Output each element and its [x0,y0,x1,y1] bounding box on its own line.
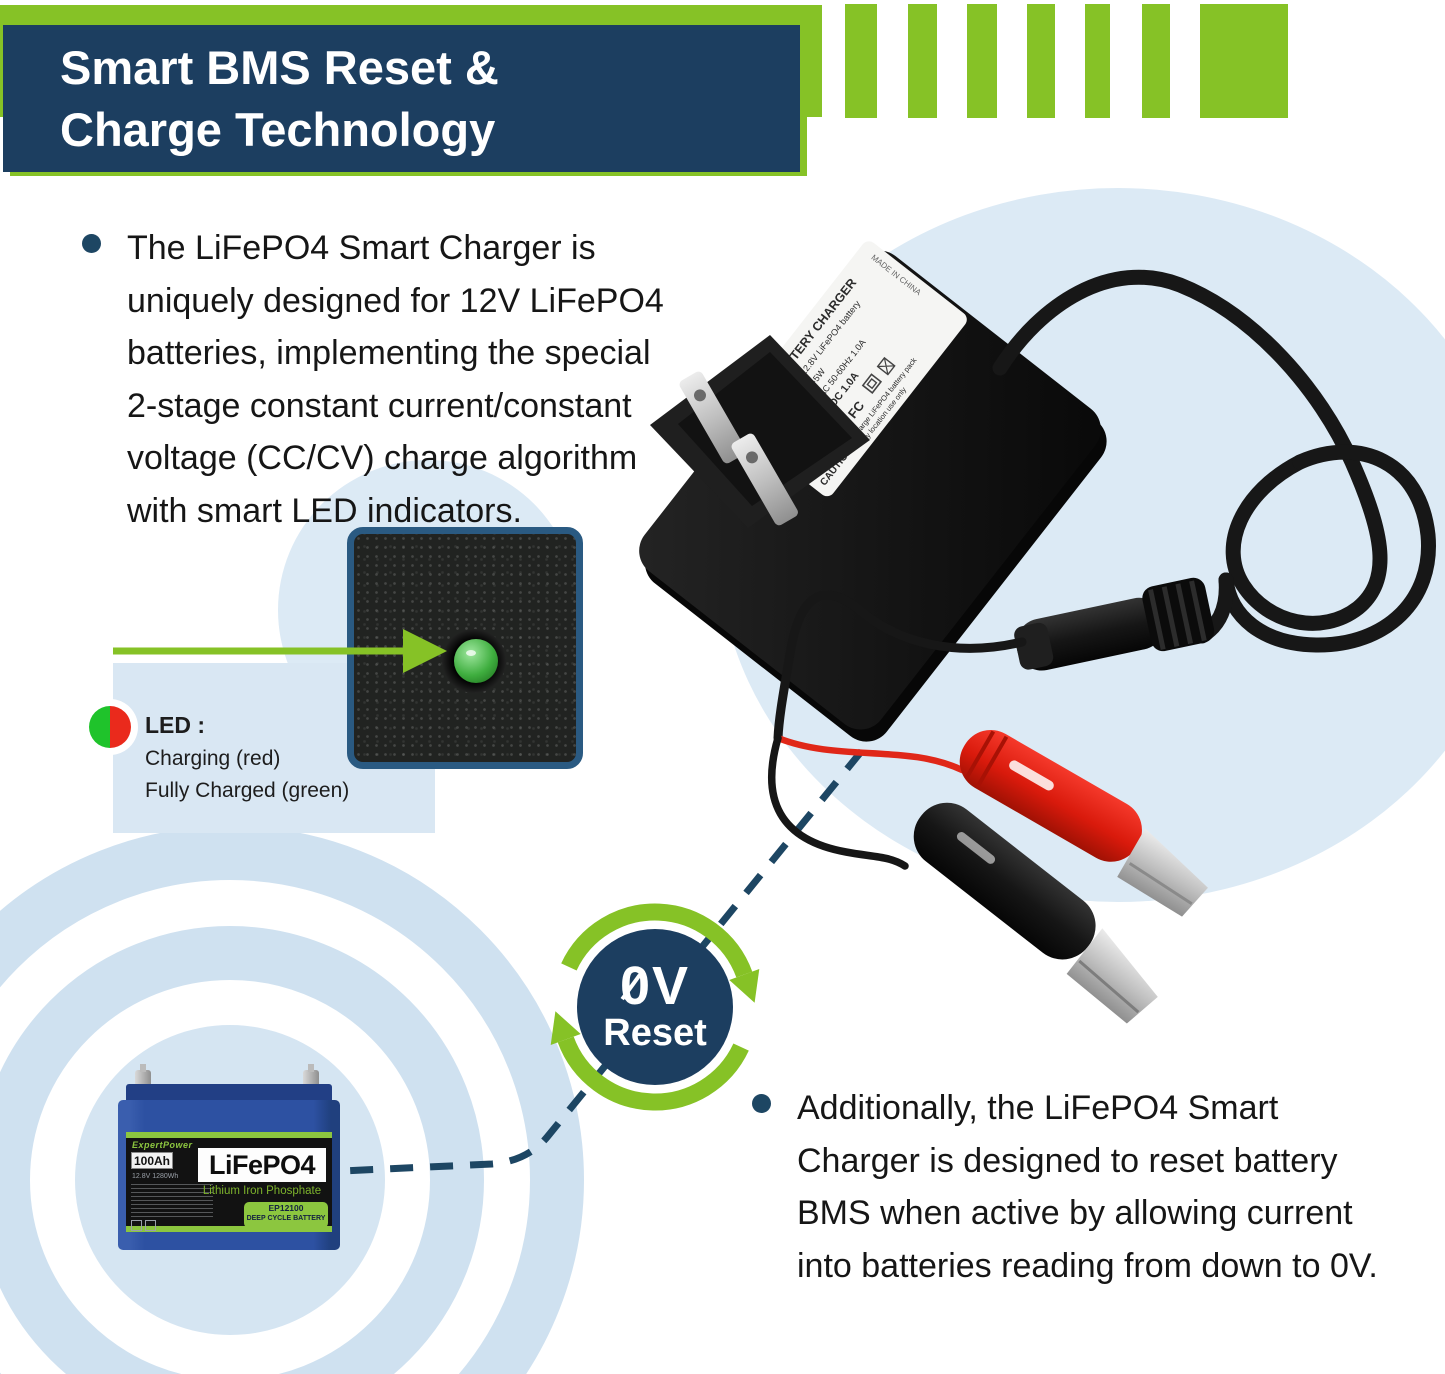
weee-bin-icon [876,356,896,376]
title-line-1: Smart BMS Reset & [60,41,499,94]
rotate-arrows-icon [550,903,760,1111]
battery-type: DEEP CYCLE BATTERY [246,1215,326,1222]
deco-bar [845,4,877,118]
label-green-strip [126,1132,332,1138]
red-alligator-clip [959,730,1208,917]
black-wire [767,734,909,870]
bullet1-line: voltage (CC/CV) charge algorithm [127,439,638,477]
bullet1-line: with smart LED indicators. [127,491,522,530]
led-status-icon [89,706,131,748]
zero-volt-reset-badge: 0V Reset [525,877,785,1137]
led-legend-charging: Charging (red) [145,747,281,770]
cert-icon [131,1220,142,1231]
led-pointer-arrow-icon [113,629,447,673]
battery-ring-1 [0,926,484,1374]
dashed-connector-line [341,593,991,1175]
deco-bar [908,4,937,118]
led-glint [466,650,476,656]
deco-bar [1027,4,1055,118]
deco-bar [1085,4,1110,118]
bullet1-line: The LiFePO4 Smart Charger is [127,229,596,267]
bullet2-line: Charger is designed to reset battery [797,1141,1338,1180]
cert-icon [145,1220,156,1231]
feature-bullet-2: Additionally, the LiFePO4 Smart Charger … [752,1082,1378,1292]
feature-bullet-1: The LiFePO4 Smart Charger is uniquely de… [82,222,664,537]
charger-adapter: CLASS 2 BATTERY CHARGER Smart Charger fo… [639,241,1107,742]
deco-bar-wide [1200,4,1288,118]
battery-ring-2 [0,826,584,1374]
barrel-connector [1014,577,1215,671]
battery-chemistry: LiFePO4 [208,1149,316,1180]
led-legend-fully-charged: Fully Charged (green) [145,779,350,802]
battery-product-image: ExpertPower 100Ah 12.8V 1280Wh LiFePO4 L… [118,1064,342,1255]
battery-label: ExpertPower 100Ah 12.8V 1280Wh LiFePO4 L… [126,1132,332,1232]
deco-bar [967,4,997,118]
plug-prong-icon [731,433,798,526]
battery-cert-icons [131,1220,156,1231]
output-cable [773,590,1027,743]
page-title: Smart BMS Reset & Charge Technology [3,25,800,172]
red-wire [774,734,966,774]
battery-chemistry-box: LiFePO4 [198,1148,326,1182]
bullet1-line: uniquely designed for 12V LiFePO4 [127,281,664,320]
deco-bar [1142,4,1170,118]
bullet-icon [82,234,101,253]
class2-icon [861,373,883,394]
bullet1-line: 2-stage constant current/constant [127,386,632,425]
label-green-strip [126,1226,332,1232]
bullet2-line: BMS when active by allowing current [797,1194,1353,1232]
battery-rating: 12.8V 1280Wh [132,1173,179,1180]
badge-value: 0V [619,956,691,1016]
battery-brand: ExpertPower [132,1140,193,1150]
battery-model: EP12100 [268,1203,304,1213]
battery-fine-print [131,1184,213,1218]
badge-label: Reset [603,1012,707,1054]
bullet1-line: batteries, implementing the special [127,334,651,372]
bullet2-line: into batteries reading from down to 0V. [797,1246,1378,1285]
badge-circle: 0V Reset [577,929,733,1085]
title-line-2: Charge Technology [60,103,496,156]
plug-prong-icon [679,371,746,464]
battery-model-badge: EP12100 DEEP CYCLE BATTERY [244,1202,328,1228]
led-legend-title: LED : [145,712,206,738]
bullet2-line: Additionally, the LiFePO4 Smart [797,1089,1279,1127]
led-indicator-icon [454,639,498,683]
black-alligator-clip [913,802,1158,1024]
bullet-icon [752,1094,771,1113]
battery-chemistry-full: Lithium Iron Phosphate [202,1185,322,1197]
battery-capacity: 100Ah [131,1152,173,1169]
